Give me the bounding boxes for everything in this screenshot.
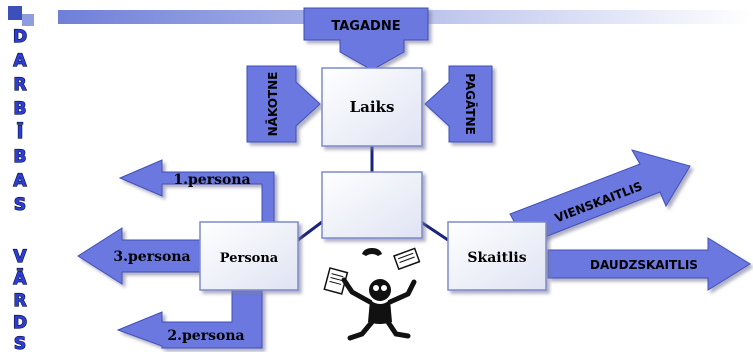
connector-lines (297, 145, 449, 242)
tagadne-label: TAGADNE (331, 19, 400, 34)
daudzskaitlis-arrow (547, 237, 751, 291)
persona-3-arrow (77, 227, 207, 285)
nakotne-arrow (246, 65, 321, 143)
side-letter: S (14, 334, 26, 352)
side-title-word2: V Ā R D S (12, 246, 28, 352)
side-title-word1: D A R B Ī B A S (12, 26, 28, 215)
paper-icon (393, 247, 421, 271)
pagatne-label: PAGĀTNE (463, 73, 477, 135)
pagatne-arrow (424, 65, 493, 143)
persona-3-label: 3.persona (113, 249, 190, 265)
side-letter: Ā (13, 267, 27, 289)
side-letter: B (14, 99, 27, 119)
vienskaitlis-arrow (509, 149, 691, 243)
side-letter: A (13, 171, 27, 191)
side-letter: R (13, 291, 26, 311)
skaitlis-box (447, 221, 547, 291)
laiks-label: Laiks (350, 98, 395, 116)
banner-square-dark (8, 6, 22, 20)
central-box (321, 171, 423, 239)
skaitlis-label: Skaitlis (467, 250, 526, 266)
side-letter: D (13, 313, 27, 333)
side-letter: V (13, 247, 27, 267)
banner-square-light (22, 14, 34, 26)
connector-skaitlis (420, 220, 449, 242)
persona-2-arrow (116, 289, 263, 349)
side-letter: S (14, 195, 26, 215)
side-letter: R (13, 75, 26, 95)
nakotne-label: NĀKOTNE (266, 72, 280, 137)
side-letter: D (13, 27, 27, 47)
persona-1-label: 1.persona (173, 172, 250, 188)
persona-label: Persona (220, 251, 279, 266)
telephone-icon (362, 248, 382, 256)
persona-1-arrow (118, 159, 275, 229)
side-letter: Ī (17, 121, 23, 143)
persona-2-label: 2.persona (167, 328, 244, 344)
juggling-figure-icon (323, 247, 421, 341)
side-letter: A (13, 51, 27, 71)
persona-box (199, 221, 299, 291)
connector-persona (297, 220, 323, 242)
daudzskaitlis-label: DAUDZSKAITLIS (590, 258, 698, 272)
laiks-box (321, 67, 423, 147)
side-letter: B (14, 147, 27, 167)
tagadne-arrow (303, 7, 429, 71)
